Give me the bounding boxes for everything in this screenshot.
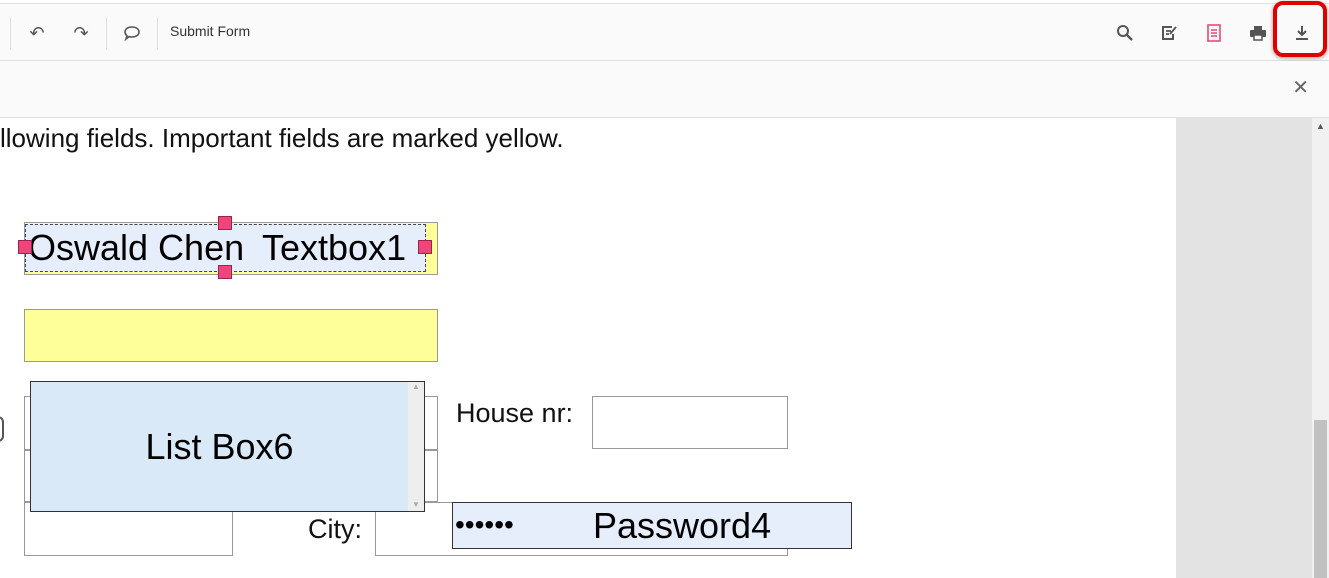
scroll-down-icon[interactable]: ▼ <box>412 500 420 509</box>
important-field[interactable] <box>24 309 438 362</box>
house-nr-label: House nr: <box>456 398 574 428</box>
radio-icon[interactable] <box>0 416 4 442</box>
password-value: •••••• <box>455 509 514 540</box>
scrollbar-thumb[interactable] <box>1314 420 1327 578</box>
search-icon[interactable] <box>1110 18 1140 48</box>
scroll-up-icon[interactable]: ▲ <box>412 382 420 391</box>
password-name: Password4 <box>593 505 772 546</box>
download-icon[interactable] <box>1287 18 1317 48</box>
divider <box>106 18 107 50</box>
print-icon[interactable] <box>1243 18 1273 48</box>
list-box-name: List Box6 <box>145 425 294 467</box>
submit-form-button[interactable]: Submit Form <box>170 23 251 39</box>
divider <box>157 18 158 50</box>
textbox1-value: Oswald Chen <box>28 227 245 268</box>
annotation-bar: ✕ <box>0 61 1329 118</box>
redo-icon[interactable]: ↷ <box>73 22 89 43</box>
close-icon[interactable]: ✕ <box>1292 77 1309 99</box>
download-highlight <box>1273 1 1327 57</box>
instruction-text: llowing fields. Important fields are mar… <box>0 123 564 153</box>
resize-handle[interactable] <box>218 216 232 230</box>
house-nr-field[interactable] <box>592 396 788 449</box>
comment-icon[interactable] <box>117 18 147 48</box>
city-label: City: <box>308 514 362 544</box>
toolbar: ↶ ↷ Submit Form <box>0 3 1329 61</box>
resize-handle[interactable] <box>218 265 232 279</box>
pdf-page: llowing fields. Important fields are mar… <box>0 118 1176 578</box>
undo-icon[interactable]: ↶ <box>29 22 45 43</box>
resize-handle[interactable] <box>418 240 432 254</box>
page-background <box>1176 118 1312 578</box>
form-fields-icon[interactable] <box>1199 18 1229 48</box>
scroll-up-icon[interactable]: ▲ <box>1316 121 1325 131</box>
textbox1-name: Textbox1 <box>262 227 407 268</box>
password4-field[interactable]: •••••• Password4 <box>452 502 852 549</box>
list-box-scrollbar[interactable]: ▲ ▼ <box>408 382 424 511</box>
list-box6[interactable]: List Box6 ▲ ▼ <box>30 381 425 512</box>
divider <box>10 18 11 50</box>
resize-handle[interactable] <box>18 240 32 254</box>
edit-annotation-icon[interactable] <box>1154 18 1184 48</box>
